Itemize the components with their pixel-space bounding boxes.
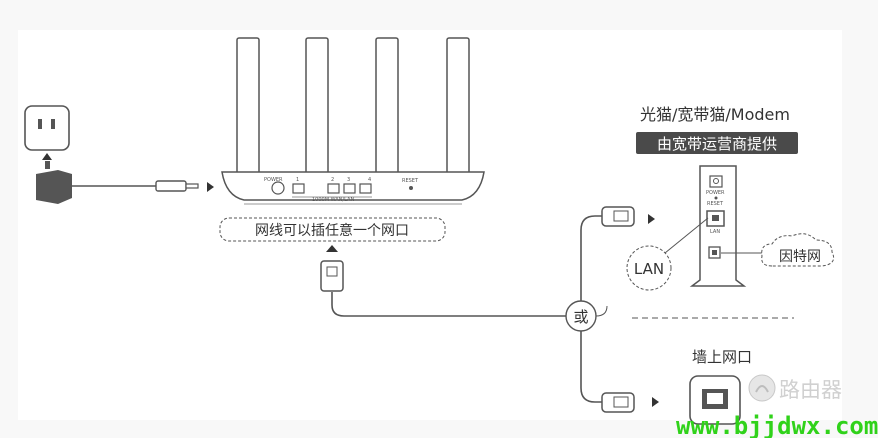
- lan-callout-label: LAN: [634, 260, 664, 278]
- router-port-label-3: 3: [347, 177, 350, 183]
- modem-port-label-reset: RESET: [707, 201, 724, 207]
- or-label: 或: [573, 308, 588, 326]
- cable-to-branch: [331, 292, 566, 317]
- modem-badge-text: 由宽带运营商提供: [657, 135, 777, 153]
- antenna: [236, 37, 260, 179]
- router-reset-hole: [409, 186, 413, 190]
- cable-to-wall: [580, 331, 602, 403]
- socket-slot: [38, 119, 42, 129]
- modem-power-icon: [713, 178, 719, 184]
- up-arrow-icon: [42, 153, 52, 160]
- right-arrow-icon: [207, 182, 214, 192]
- modem-section: 光猫/宽带猫/Modem 由宽带运营商提供 POWER RESET LAN LA…: [626, 105, 835, 291]
- antenna: [305, 37, 329, 179]
- router-power-port: [271, 181, 285, 195]
- watermark: 路由器 www.bjjdwx.com: [676, 374, 878, 438]
- wan-cable: 或: [320, 206, 659, 413]
- power-connector: [155, 180, 187, 192]
- router-port-label-2: 2: [331, 177, 334, 183]
- router-port-label-reset: RESET: [402, 178, 419, 184]
- right-arrow-icon: [648, 214, 655, 224]
- router: POWER 1 2 3 4 1000M WAN/LAN RESET: [221, 37, 485, 205]
- wall-port-opening: [707, 393, 723, 404]
- antenna: [446, 37, 470, 179]
- antenna: [375, 37, 399, 179]
- power-adapter: [24, 105, 214, 204]
- modem-title: 光猫/宽带猫/Modem: [640, 105, 790, 124]
- wall-port-section: 墙上网口: [689, 348, 752, 425]
- rj45-clip: [613, 396, 629, 408]
- modem-reset-hole: [714, 196, 718, 200]
- rj45-clip: [326, 266, 338, 277]
- right-arrow-icon: [652, 397, 659, 407]
- modem-lan-port-pins: [712, 215, 719, 221]
- router-lan-port: [343, 183, 356, 194]
- modem-internet-port-pins: [712, 250, 717, 255]
- router-hint: 网线可以插任意一个网口: [219, 217, 446, 242]
- lan-callout-line: [664, 217, 709, 254]
- modem-port-label-lan: LAN: [710, 229, 720, 235]
- plug-prong: [45, 161, 50, 169]
- router-port-label-4: 4: [368, 177, 371, 183]
- rj45-clip: [613, 210, 629, 222]
- hint-box: [219, 217, 446, 242]
- up-arrow-icon: [326, 245, 338, 252]
- power-adapter-brick: [36, 170, 72, 204]
- socket-slot: [51, 119, 55, 129]
- watermark-logo-icon: [748, 374, 776, 402]
- router-lan-port: [292, 183, 305, 194]
- router-lan-port: [359, 183, 372, 194]
- branch-stub: [595, 305, 608, 317]
- modem-port-label-power: POWER: [706, 190, 725, 196]
- internet-label: 因特网: [779, 249, 821, 265]
- modem-power-port: [709, 175, 723, 188]
- power-connector-tip: [185, 183, 199, 189]
- wall-socket: [24, 105, 70, 151]
- router-port-label-1: 1: [296, 177, 299, 183]
- cloud-icon: [761, 233, 835, 267]
- wall-port-label: 墙上网口: [692, 348, 752, 366]
- hint-text: 网线可以插任意一个网口: [255, 222, 409, 239]
- cable-to-modem: [580, 215, 602, 301]
- router-port-group-label: 1000M WAN/LAN: [312, 197, 354, 203]
- watermark-logo-mark: [755, 385, 769, 393]
- watermark-url: www.bjjdwx.com: [676, 412, 878, 438]
- router-port-label-power: POWER: [264, 177, 283, 183]
- router-lan-port: [327, 183, 340, 194]
- lan-callout-circle: [626, 245, 672, 291]
- modem-badge: [636, 132, 798, 154]
- watermark-brand: 路由器: [779, 378, 842, 402]
